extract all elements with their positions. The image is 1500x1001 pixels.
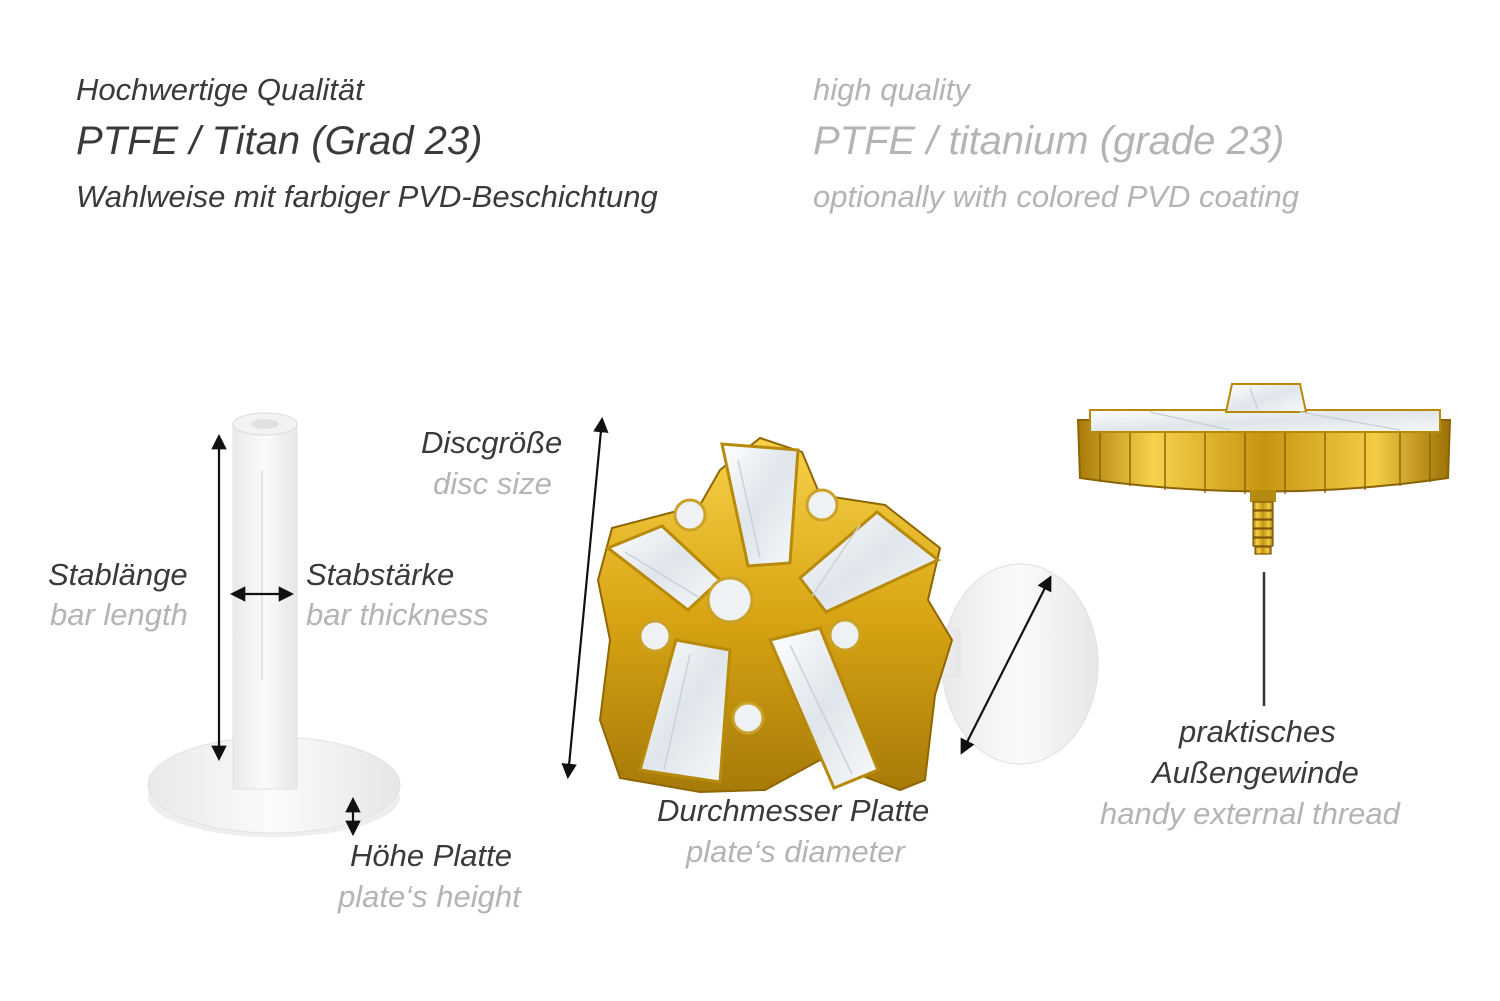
header-en-material: PTFE / titanium (grade 23) [813,119,1285,163]
label-thread-en: handy external thread [1100,796,1400,831]
assembled-jewel [596,436,1099,794]
disc-size-arrow [561,416,609,780]
label-plate-diameter-de: Durchmesser Platte [657,793,930,828]
header-de-material: PTFE / Titan (Grad 23) [76,119,483,163]
label-thread-de-1: praktisches [1179,714,1336,749]
header-de-coating: Wahlweise mit farbiger PVD-Beschichtung [76,179,658,214]
label-bar-thickness-de: Stabstärke [306,557,455,592]
label-plate-height-en: plate‘s height [338,879,521,914]
label-thread-de-2: Außengewinde [1152,755,1359,790]
label-disc-size-de: Discgröße [421,425,563,460]
label-bar-length-de: Stablänge [48,557,188,592]
top-attachment [1076,383,1452,555]
label-bar-length-en: bar length [50,597,188,632]
label-bar-thickness-en: bar thickness [306,597,489,632]
header-en-coating: optionally with colored PVD coating [813,179,1299,214]
label-plate-height-de: Höhe Platte [350,838,512,873]
labret-post [147,412,401,837]
label-disc-size-en: disc size [433,466,552,501]
label-plate-diameter-en: plate‘s diameter [686,834,905,869]
header-en-quality: high quality [813,72,970,107]
plate-diameter-arrow [960,575,1052,755]
header-de-quality: Hochwertige Qualität [76,72,364,107]
